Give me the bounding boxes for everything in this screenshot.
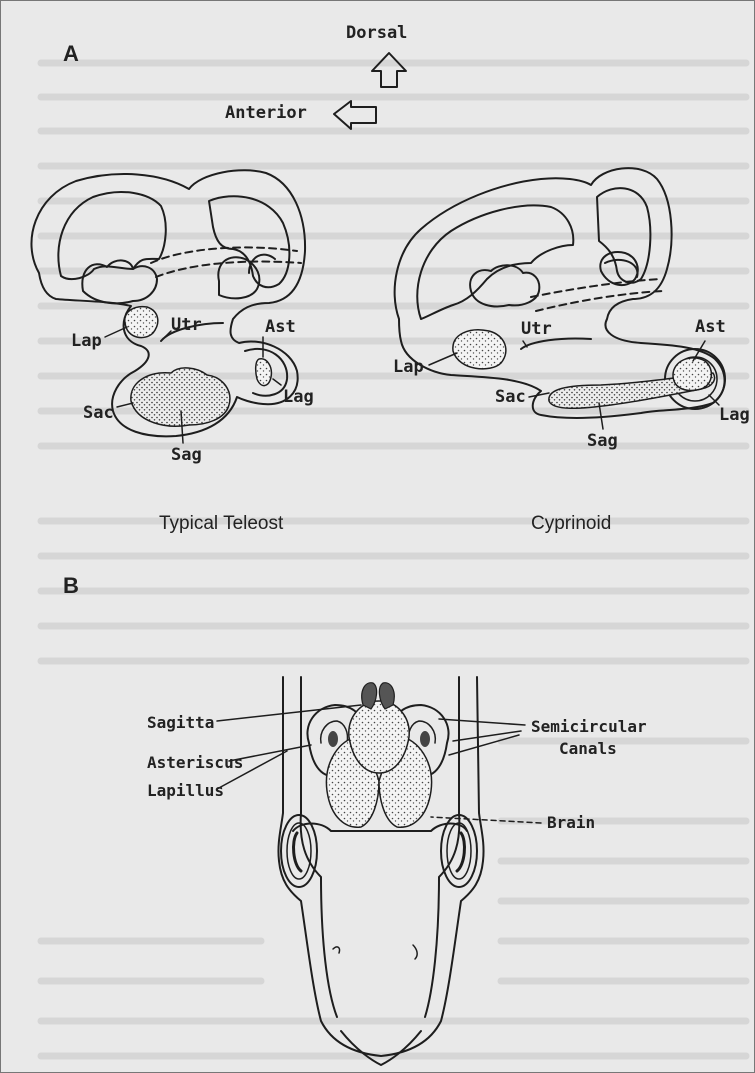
anterior-arrow xyxy=(334,101,376,129)
lapillus-otolith xyxy=(125,307,158,338)
left-sac-label: Sac xyxy=(83,403,114,423)
panel-b-label: B xyxy=(63,573,79,599)
canals-label: Canals xyxy=(559,739,617,758)
sagitta-otolith xyxy=(131,368,230,426)
left-sag-label: Sag xyxy=(171,445,202,465)
asteriscus-label: Asteriscus xyxy=(147,753,243,772)
right-sag-label: Sag xyxy=(587,431,618,451)
left-utr-label: Utr xyxy=(171,315,202,335)
anterior-label: Anterior xyxy=(225,103,307,123)
cyprinoid-lapillus-otolith xyxy=(453,330,506,369)
sagitta-label: Sagitta xyxy=(147,713,214,732)
cyprinoid-asteriscus-otolith xyxy=(673,358,711,391)
left-lag-label: Lag xyxy=(283,387,314,407)
fish-head-dorsal-view xyxy=(278,677,483,1065)
right-utr-label: Utr xyxy=(521,319,552,339)
brain-label: Brain xyxy=(547,813,595,832)
dorsal-label: Dorsal xyxy=(346,23,407,43)
right-sac-label: Sac xyxy=(495,387,526,407)
lapillus-label: Lapillus xyxy=(147,781,224,800)
left-ast-label: Ast xyxy=(265,317,296,337)
semicircular-label: Semicircular xyxy=(531,717,647,736)
dorsal-arrow xyxy=(372,53,406,87)
typical-teleost-caption: Typical Teleost xyxy=(159,513,283,535)
right-ast-label: Ast xyxy=(695,317,726,337)
cyprinoid-caption: Cyprinoid xyxy=(531,513,611,535)
asteriscus-otolith xyxy=(256,359,272,386)
left-lap-label: Lap xyxy=(71,331,102,351)
right-lag-label: Lag xyxy=(719,405,750,425)
panel-a-label: A xyxy=(63,41,79,67)
right-lap-label: Lap xyxy=(393,357,424,377)
